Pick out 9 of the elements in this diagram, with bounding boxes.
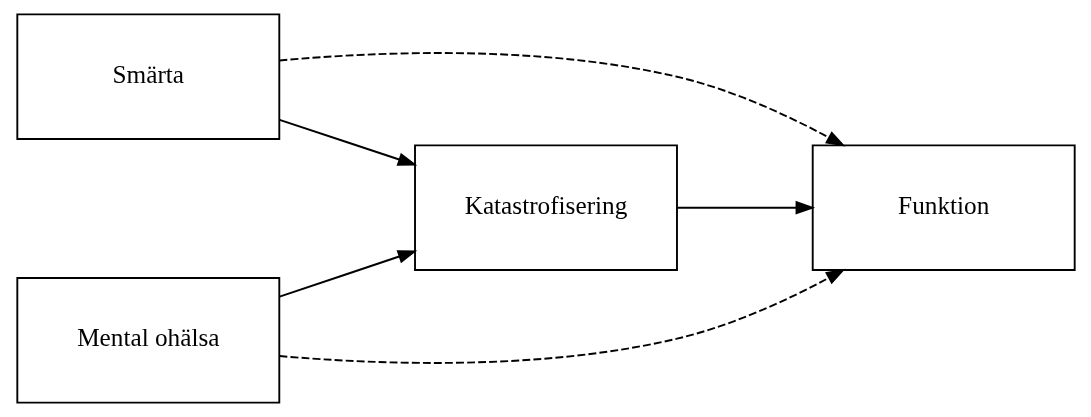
arrow bbox=[278, 118, 417, 166]
node-box: Funktion bbox=[811, 144, 1076, 271]
node-box: Smärta bbox=[15, 13, 280, 140]
arrow bbox=[278, 52, 845, 147]
arrow bbox=[278, 268, 845, 364]
arrow bbox=[675, 200, 815, 215]
arrow bbox=[278, 250, 417, 298]
node-box: Katastrofisering bbox=[413, 144, 678, 271]
node-box: Mental ohälsa bbox=[15, 277, 280, 404]
